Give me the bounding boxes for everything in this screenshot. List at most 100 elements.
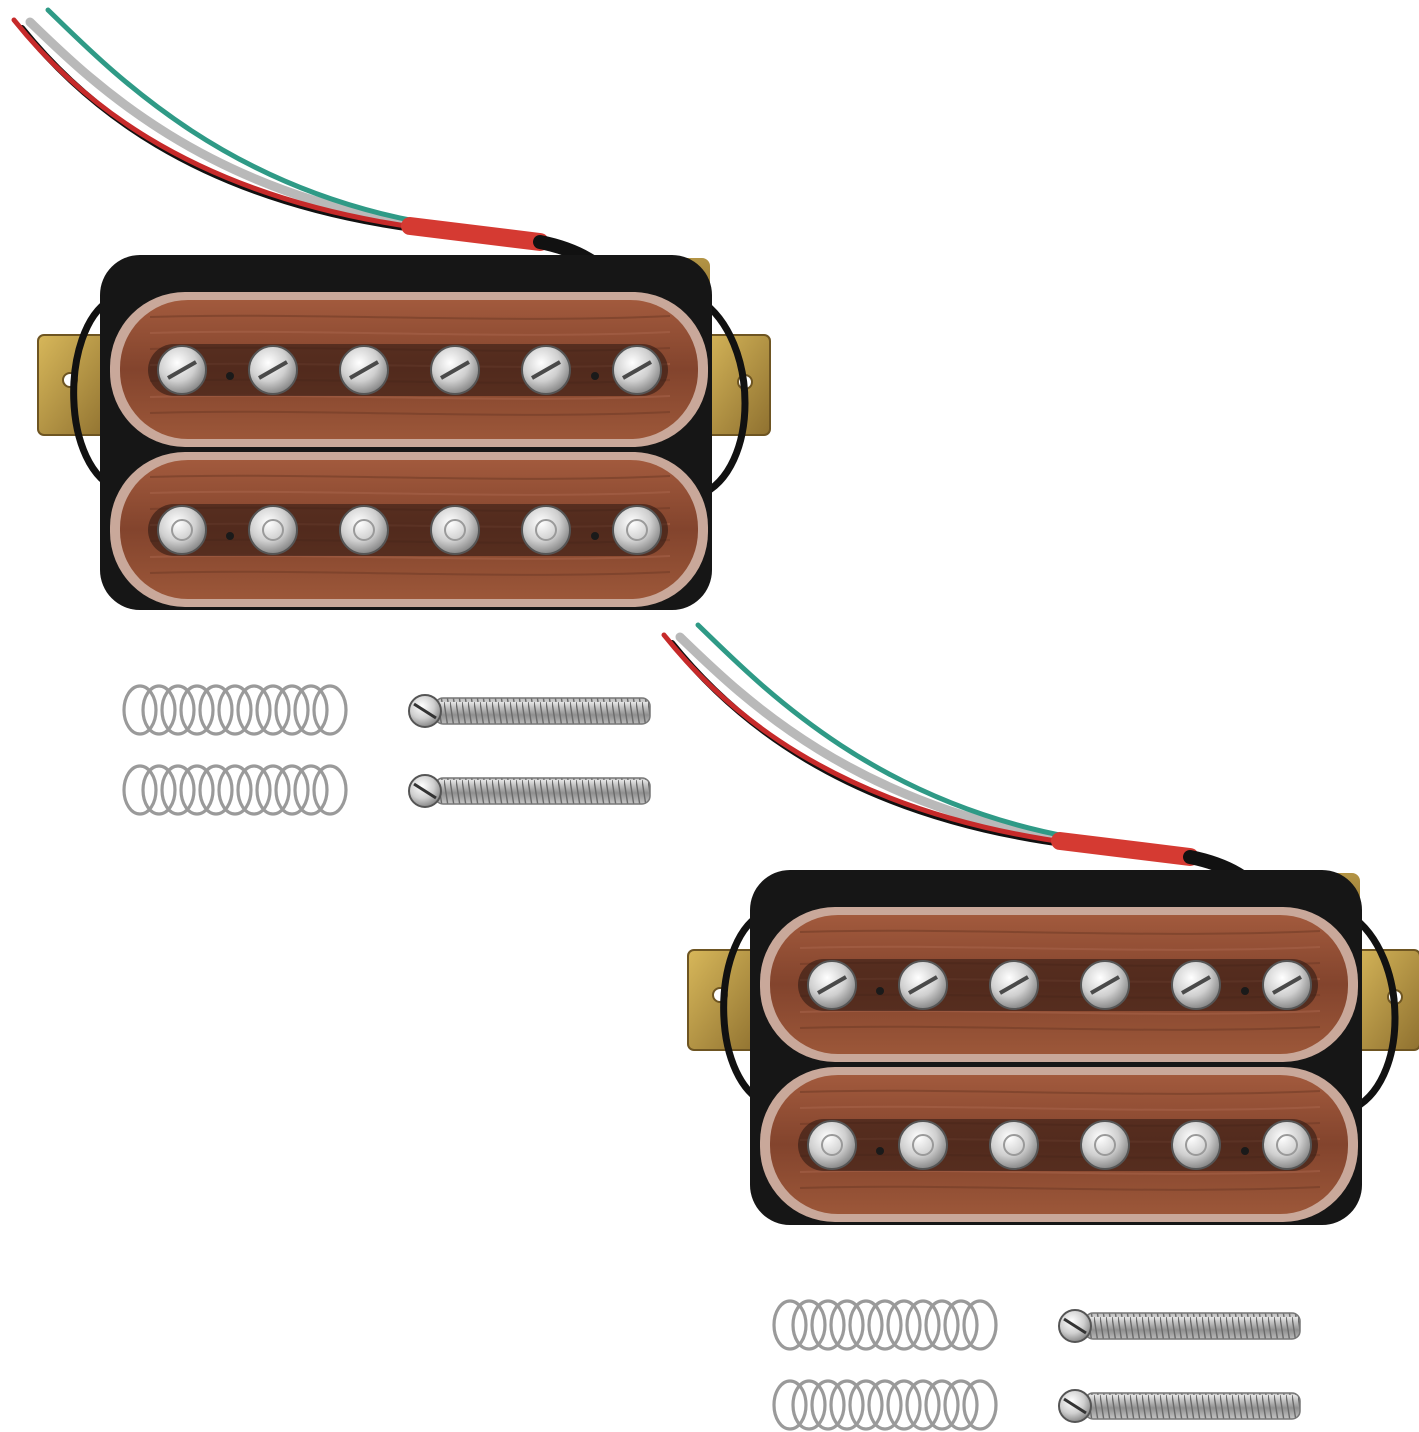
screw-slot [167, 360, 197, 380]
heat-shrink-sleeve [401, 217, 549, 251]
spring-coil [772, 1379, 808, 1431]
screw-shaft [434, 697, 651, 725]
wood-grain [149, 410, 671, 416]
pole-piece [898, 1120, 948, 1170]
spring-coil [217, 684, 253, 736]
screw-slot [999, 975, 1029, 995]
coil-bottom [110, 452, 708, 607]
wire-shield [675, 632, 1075, 845]
adjust-hole [591, 532, 599, 540]
coil-top [760, 907, 1358, 1062]
spring [122, 684, 348, 736]
spring [772, 1299, 998, 1351]
screw-slot [413, 702, 437, 720]
spring-coil [293, 764, 329, 816]
wood-grain [799, 945, 1321, 951]
screw-shaft [1084, 1312, 1301, 1340]
spring-coil [810, 1299, 846, 1351]
coil-bottom [760, 1067, 1358, 1222]
spring-coil [943, 1299, 979, 1351]
wire-green [45, 7, 423, 225]
wood-grain [799, 1105, 1321, 1111]
slug-ring [1003, 1134, 1025, 1156]
spring-coil [962, 1379, 998, 1431]
lead-wires [661, 622, 1277, 907]
spring-coil [848, 1379, 884, 1431]
humbucker-pickup-1 [11, 7, 771, 816]
wood-grain [149, 570, 671, 576]
spring-coil [255, 684, 291, 736]
spring-coil [179, 764, 215, 816]
wood-grain [799, 1185, 1321, 1191]
heat-shrink-sleeve [1051, 832, 1199, 866]
slug-ring [171, 519, 193, 541]
pole-channel [148, 504, 668, 556]
pole-piece [248, 505, 298, 555]
mounting-hardware [122, 684, 651, 816]
slug-ring [1094, 1134, 1116, 1156]
screw-slot [1272, 975, 1302, 995]
spring-coil [122, 684, 158, 736]
wood-grain [149, 330, 671, 336]
slug-ring [1185, 1134, 1207, 1156]
adjust-hole [876, 987, 884, 995]
spring-coil [829, 1299, 865, 1351]
spring-coil [810, 1379, 846, 1431]
spring-coil [255, 764, 291, 816]
screw-slot [1063, 1317, 1087, 1335]
spring-coil [867, 1299, 903, 1351]
wood-grain [149, 490, 671, 496]
spring-coil [886, 1379, 922, 1431]
slug-ring [535, 519, 557, 541]
pole-piece [1080, 1120, 1130, 1170]
pole-channel [148, 344, 668, 396]
pole-piece [1171, 1120, 1221, 1170]
slug-ring [626, 519, 648, 541]
screw-shaft [1084, 1392, 1301, 1420]
screw-slot [1063, 1397, 1087, 1415]
wire-loop-right [697, 297, 749, 499]
screw-slot [622, 360, 652, 380]
wood-grain [799, 1025, 1321, 1031]
screw-slot [817, 975, 847, 995]
screw-slot [440, 360, 470, 380]
spring-coil [867, 1379, 903, 1431]
coil-top [110, 292, 708, 447]
spring-coil [274, 764, 310, 816]
spring-coil [905, 1379, 941, 1431]
pole-piece [157, 505, 207, 555]
spring-coil [274, 684, 310, 736]
adjust-hole [876, 1147, 884, 1155]
screw-shaft [434, 777, 651, 805]
wire-loop-right [1347, 912, 1399, 1114]
adjust-hole [1241, 1147, 1249, 1155]
pole-channel [798, 1119, 1318, 1171]
slug-ring [353, 519, 375, 541]
spring-coil [312, 764, 348, 816]
wire-black [19, 25, 423, 233]
wire-shield [25, 17, 425, 230]
pole-piece [612, 505, 662, 555]
spring-coil [179, 684, 215, 736]
slug-ring [1276, 1134, 1298, 1156]
wood-grain [799, 1089, 1321, 1095]
spring-coil [924, 1379, 960, 1431]
slug-ring [912, 1134, 934, 1156]
screw-slot [531, 360, 561, 380]
adjust-hole [226, 372, 234, 380]
spring-coil [122, 764, 158, 816]
spring-coil [236, 684, 272, 736]
screw-slot [349, 360, 379, 380]
spring-coil [791, 1379, 827, 1431]
spring-coil [293, 684, 329, 736]
spring-coil [198, 684, 234, 736]
adjust-hole [591, 372, 599, 380]
spring-coil [160, 684, 196, 736]
wire-red [11, 17, 423, 231]
spring-coil [924, 1299, 960, 1351]
spring-coil [886, 1299, 922, 1351]
pole-piece [807, 1120, 857, 1170]
screw-slot [908, 975, 938, 995]
screw-slot [258, 360, 288, 380]
mounting-hardware [772, 1299, 1301, 1431]
